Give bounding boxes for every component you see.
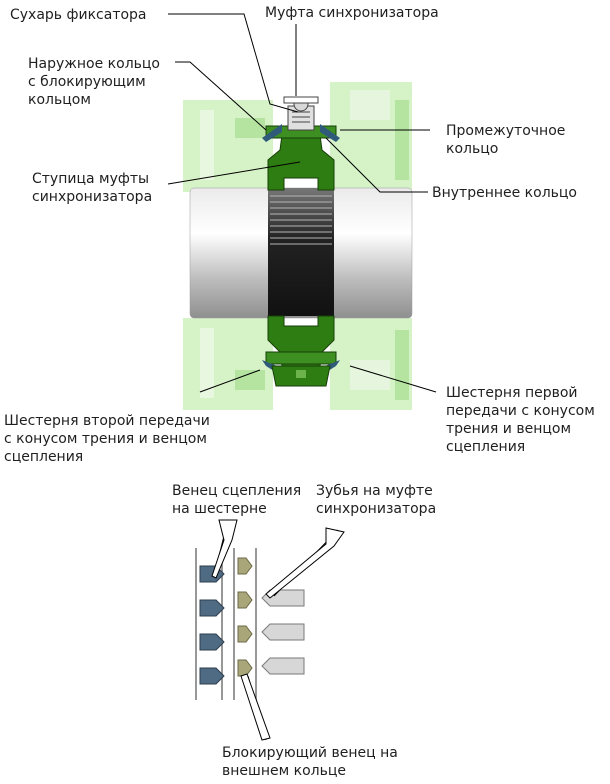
label-sleeve-teeth: Зубья на муфте синхронизатора bbox=[316, 483, 437, 517]
label-blocking-crown: Блокирующий венец на внешнем кольце bbox=[222, 745, 398, 779]
right-gear-ghost bbox=[330, 82, 412, 410]
synchro-sleeve-bottom bbox=[262, 315, 340, 387]
synchro-sleeve-top bbox=[262, 124, 340, 191]
leader-lines-top bbox=[167, 13, 437, 393]
label-synchro-sleeve: Муфта синхронизатора bbox=[265, 5, 439, 21]
label-intermediate-ring: Промежуточное кольцо bbox=[446, 123, 566, 157]
hub-splines bbox=[268, 188, 334, 316]
left-gear-ghost bbox=[183, 100, 273, 410]
tooth-engagement-diagram bbox=[195, 519, 345, 741]
detent-key bbox=[283, 96, 319, 131]
label-detent-key: Сухарь фиксатора bbox=[10, 7, 147, 23]
label-outer-ring: Наружное кольцо с блокирующим кольцом bbox=[28, 56, 160, 108]
label-first-gear: Шестерня первой передачи с конусом трени… bbox=[446, 385, 595, 455]
label-inner-ring: Внутреннее кольцо bbox=[432, 185, 577, 201]
label-gear-clutch-crown: Венец сцепления на шестерне bbox=[172, 483, 302, 517]
label-synchro-hub: Ступица муфты синхронизатора bbox=[32, 171, 153, 205]
label-second-gear: Шестерня второй передачи с конусом трени… bbox=[4, 413, 210, 465]
